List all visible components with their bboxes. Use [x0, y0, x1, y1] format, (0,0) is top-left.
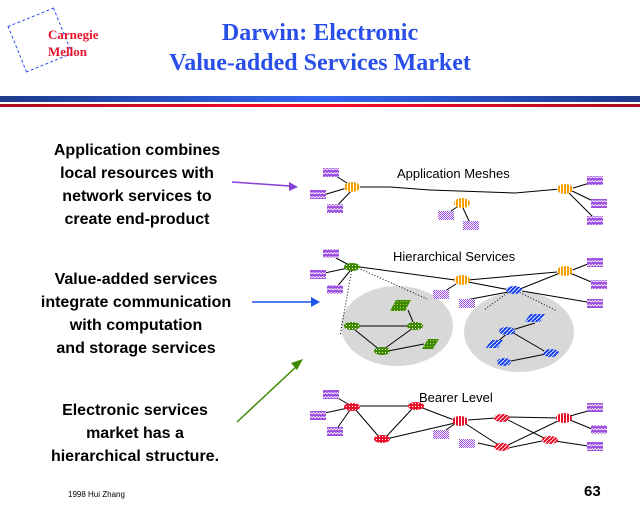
- green-service-node: [344, 322, 360, 330]
- bearer-node: [494, 443, 510, 451]
- hierarchical-dotted-links: [339, 267, 558, 337]
- header-rule-blue: [0, 96, 640, 102]
- resource-icon: [323, 168, 339, 177]
- resource-icon: [323, 249, 339, 258]
- bearer-nodes: [310, 390, 607, 451]
- resource-icon: [587, 176, 603, 185]
- text-value-added: Value-added services integrate communica…: [20, 268, 252, 360]
- logo-line-1: Carnegie: [48, 27, 99, 42]
- page-number: 63: [584, 483, 601, 500]
- storage-icon: [438, 211, 454, 220]
- text-line: hierarchical structure.: [50, 448, 220, 465]
- hierarchical-nodes: [310, 249, 607, 366]
- title-line-1: Darwin: Electronic: [221, 20, 419, 46]
- app-node: [454, 198, 470, 208]
- app-node: [454, 275, 470, 285]
- label-bearer-level: Bearer Level: [419, 390, 493, 405]
- text-line: Value-added services: [54, 271, 218, 288]
- blue-service-node: [499, 327, 515, 335]
- green-storage-node: [422, 339, 439, 349]
- resource-icon: [310, 190, 326, 199]
- bearer-router: [408, 402, 424, 410]
- text-market: Electronic services market has a hierarc…: [40, 399, 230, 468]
- resource-icon: [310, 411, 326, 420]
- arrow-green: [236, 359, 303, 423]
- resource-icon: [587, 403, 603, 412]
- app-node: [557, 266, 573, 276]
- label-application-meshes: Application Meshes: [397, 166, 510, 181]
- application-meshes-nodes: [310, 168, 607, 230]
- bearer-switch: [452, 416, 468, 426]
- storage-icon: [459, 299, 475, 308]
- bearer-links: [319, 396, 593, 449]
- green-service-node: [344, 263, 360, 271]
- arrow-purple: [231, 181, 298, 191]
- storage-icon: [433, 430, 449, 439]
- label-hierarchical-services: Hierarchical Services: [393, 249, 516, 264]
- resource-icon: [587, 216, 603, 225]
- resource-icon: [587, 258, 603, 267]
- resource-icon: [310, 270, 326, 279]
- logo: Carnegie Mellon: [48, 26, 99, 60]
- green-service-node: [374, 347, 390, 355]
- resource-icon: [587, 299, 603, 308]
- app-node: [344, 182, 360, 192]
- text-line: local resources with: [60, 165, 214, 182]
- blue-service-node: [543, 349, 559, 357]
- text-line: market has a: [86, 425, 184, 442]
- header-rule-red: [0, 104, 640, 107]
- app-node: [557, 184, 573, 194]
- storage-icon: [459, 439, 475, 448]
- blue-service-cloud: [464, 292, 574, 372]
- green-storage-node: [390, 300, 411, 311]
- text-line: Application combines: [53, 142, 221, 159]
- logo-line-2: Mellon: [48, 44, 87, 59]
- resource-icon: [591, 199, 607, 208]
- resource-icon: [327, 285, 343, 294]
- bearer-router: [374, 435, 390, 443]
- blue-storage-node: [525, 314, 545, 322]
- title-line-2: Value-added Services Market: [169, 50, 471, 76]
- resource-icon: [591, 425, 607, 434]
- slide-title: Darwin: Electronic Value-added Services …: [150, 18, 490, 78]
- bearer-node: [494, 414, 510, 422]
- resource-icon: [591, 280, 607, 289]
- bearer-switch: [556, 413, 572, 423]
- text-line: Electronic services: [62, 402, 208, 419]
- resource-icon: [327, 427, 343, 436]
- text-line: and storage services: [56, 340, 216, 357]
- resource-icon: [587, 442, 603, 451]
- blue-service-node: [506, 286, 522, 294]
- hierarchical-links: [319, 257, 597, 363]
- storage-icon: [463, 221, 479, 230]
- text-line: create end-product: [64, 211, 210, 228]
- text-application: Application combines local resources wit…: [30, 139, 244, 231]
- green-service-node: [407, 322, 423, 330]
- bearer-router: [344, 403, 360, 411]
- text-line: integrate communication: [40, 294, 232, 311]
- blue-storage-node: [486, 340, 503, 348]
- arrow-blue: [252, 297, 320, 307]
- blue-service-node: [497, 358, 511, 366]
- text-line: with computation: [69, 317, 203, 334]
- bearer-node: [542, 436, 558, 444]
- text-line: network services to: [62, 188, 212, 205]
- resource-icon: [327, 204, 343, 213]
- resource-icon: [323, 390, 339, 399]
- footer-credit: 1998 Hui Zhang: [68, 490, 125, 499]
- storage-icon: [433, 290, 449, 299]
